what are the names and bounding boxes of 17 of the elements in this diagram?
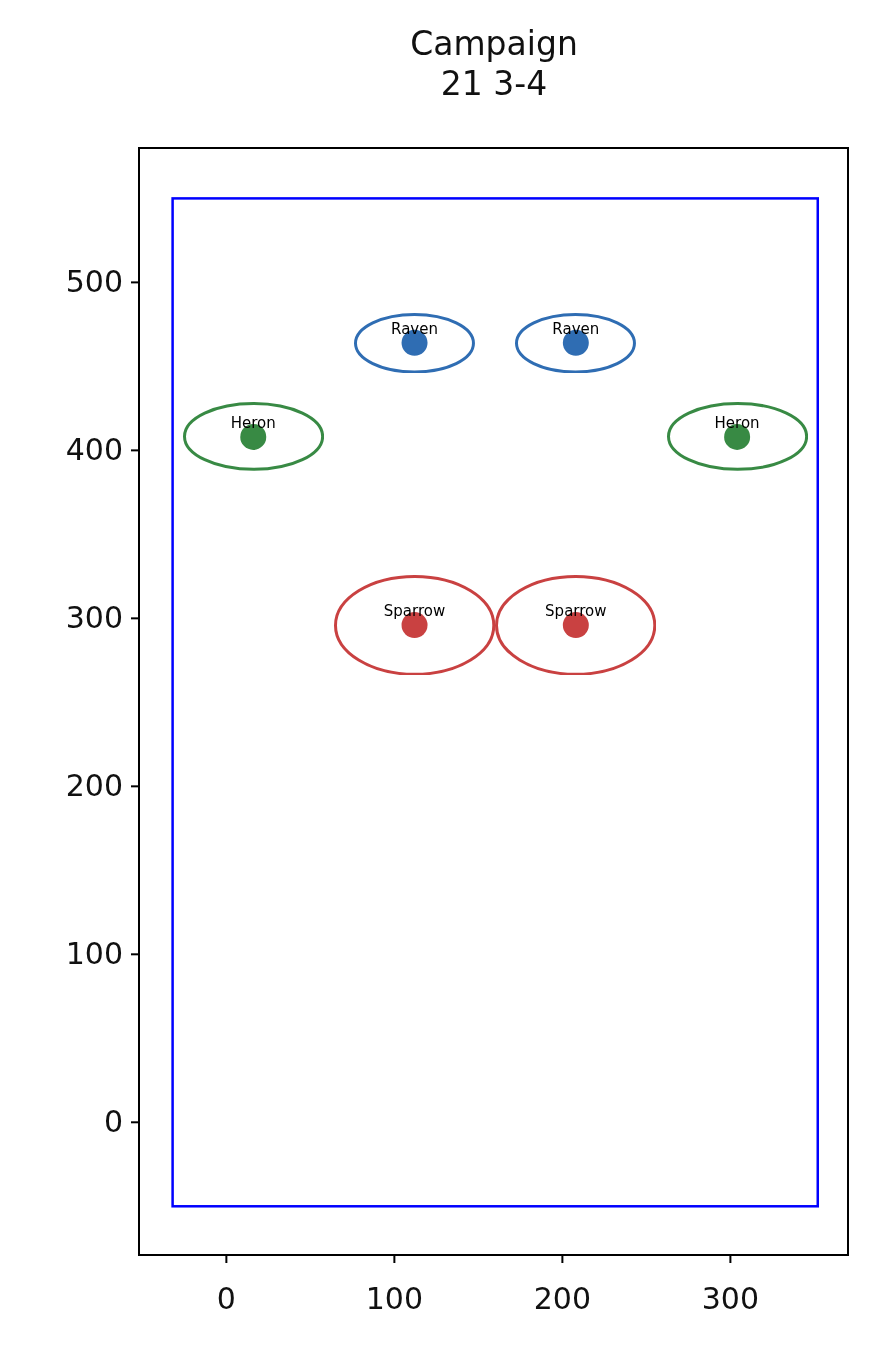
y-tick-label: 400 [65, 432, 123, 468]
y-tick-label: 200 [65, 768, 123, 804]
y-tick-label: 0 [103, 1104, 123, 1140]
x-tick-label: 200 [532, 1281, 592, 1316]
x-tick-label: 100 [364, 1281, 424, 1316]
y-tick-label: 100 [65, 936, 123, 972]
point-label: Sparrow [382, 602, 447, 621]
x-tick-label: 0 [215, 1281, 237, 1316]
point-label: Heron [713, 413, 761, 432]
x-tick-label: 300 [700, 1281, 760, 1316]
point-label: Sparrow [544, 602, 608, 621]
chart-title: Campaign 21 3-4 [409, 24, 579, 104]
point-label: Heron [229, 413, 277, 432]
y-tick-label: 300 [65, 600, 123, 636]
point-label: Raven [390, 319, 439, 338]
y-tick-label: 500 [65, 264, 123, 300]
point-label: Raven [551, 319, 601, 338]
